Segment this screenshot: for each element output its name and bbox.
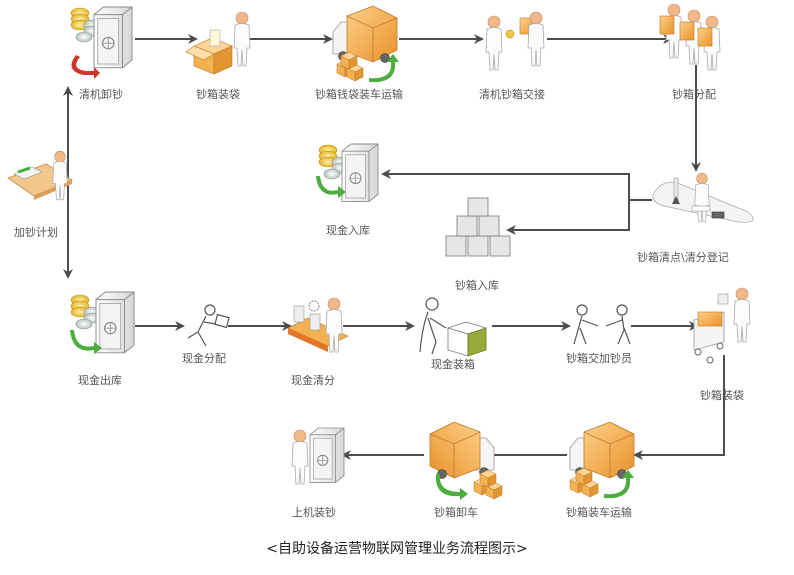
box-stack-icon — [445, 197, 511, 257]
diagram-caption: <自助设备运营物联网管理业务流程图示> — [266, 541, 528, 557]
node-label-cash-out: 现金出库 — [78, 374, 122, 387]
node-label-handover: 清机钞箱交接 — [479, 88, 545, 101]
boxing-person-icon — [419, 297, 488, 357]
truck-load-icon — [332, 5, 399, 83]
unload-boxes-icon — [435, 469, 503, 500]
workstation-icon — [652, 172, 754, 223]
node-label-plan: 加钞计划 — [14, 226, 58, 239]
vault-unload-icon — [70, 6, 133, 79]
handover-icon — [485, 11, 545, 71]
node-label-distribute-box: 钞箱分配 — [672, 88, 716, 101]
connectors — [63, 34, 725, 460]
vault-deposit-icon — [316, 143, 379, 203]
node-label-cash-sort: 现金清分 — [291, 374, 335, 387]
node-label-truck-load-1: 钞箱钱袋装车运输 — [315, 88, 403, 101]
connector-register-to-cashin — [381, 169, 652, 201]
truck-unload-icon — [429, 421, 495, 479]
truck-load-icon-2 — [569, 421, 635, 499]
node-label-truck-load-2: 钞箱装车运输 — [566, 506, 632, 519]
atm-loading-icon — [291, 427, 345, 485]
conveyor-icon — [287, 297, 349, 353]
node-label-count-register: 钞箱清点\清分登记 — [637, 251, 729, 264]
box-carriers-icon — [659, 3, 721, 71]
node-label-cash-dist: 现金分配 — [182, 352, 226, 365]
node-label-box-bag-1: 钞箱装袋 — [196, 88, 240, 101]
node-label-box-to-staff: 钞箱交加钞员 — [566, 352, 632, 365]
node-label-cash-box: 现金装箱 — [431, 358, 475, 371]
desk-worker-icon — [7, 150, 73, 201]
connector-bag2-to-truck2 — [633, 355, 725, 460]
vault-withdraw-icon — [70, 291, 135, 354]
running-courier-icon — [187, 304, 230, 347]
node-label-box-store: 钞箱入库 — [455, 279, 499, 292]
node-label-truck-unload: 钞箱卸车 — [434, 506, 478, 519]
node-label-machine-load: 上机装钞 — [292, 506, 336, 519]
node-label-unload-clear: 清机卸钞 — [79, 88, 123, 101]
connector-register-to-boxstore — [506, 200, 630, 235]
node-label-cash-in: 现金入库 — [326, 224, 370, 237]
cart-worker-icon — [693, 287, 751, 364]
node-label-box-bag-2: 钞箱装袋 — [700, 389, 744, 402]
packing-worker-icon — [185, 11, 251, 75]
handoff-people-icon — [573, 304, 631, 345]
